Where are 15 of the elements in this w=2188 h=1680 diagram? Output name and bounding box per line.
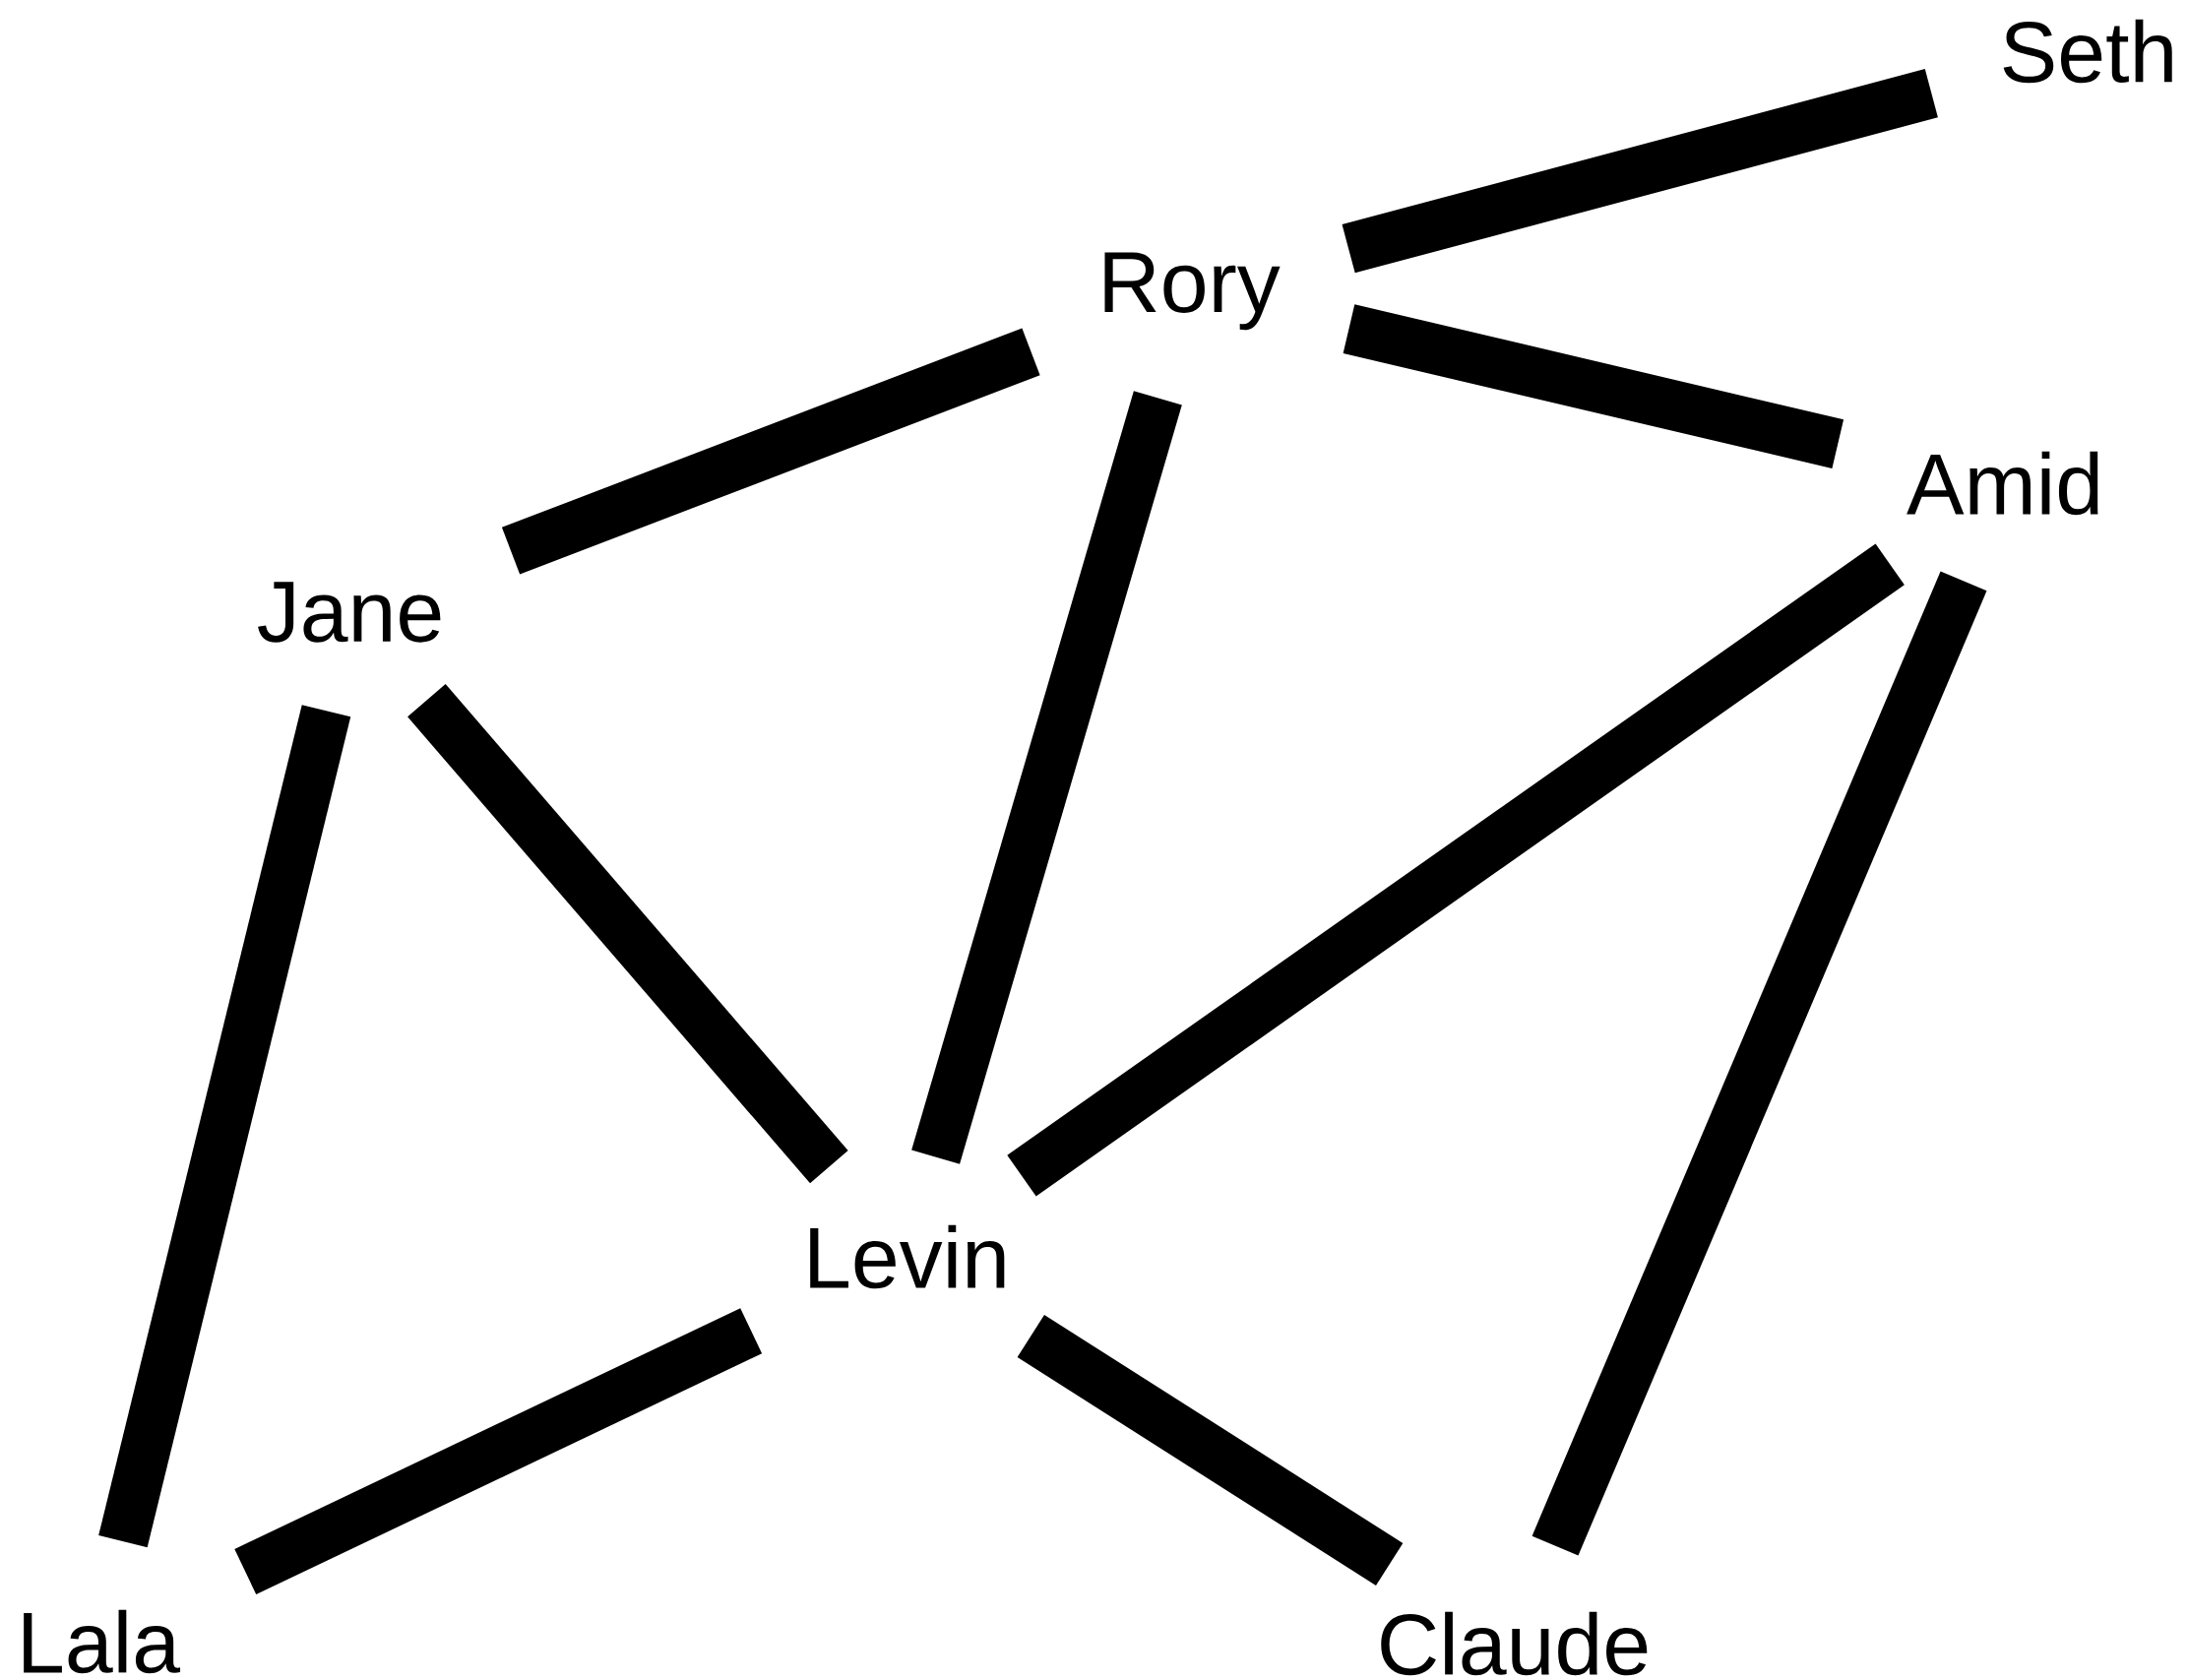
name-label: Levin xyxy=(810,1224,1005,1289)
name-label: Seth xyxy=(2003,19,2172,84)
connector-line xyxy=(1017,1314,1404,1586)
connector-line xyxy=(1343,304,1844,468)
connector-line xyxy=(1532,571,1987,1556)
name-label: Rory xyxy=(1104,252,1281,331)
connector-line xyxy=(1342,69,1938,274)
name-label: Jane xyxy=(258,582,441,643)
connector-line xyxy=(501,328,1040,575)
name-label: Claude xyxy=(1381,1611,1648,1676)
name-label: Amid xyxy=(1907,451,2098,516)
connector-line xyxy=(234,1308,763,1594)
connector-line xyxy=(98,705,351,1548)
name-label: Lala xyxy=(24,1609,181,1674)
connector-line xyxy=(407,684,848,1184)
